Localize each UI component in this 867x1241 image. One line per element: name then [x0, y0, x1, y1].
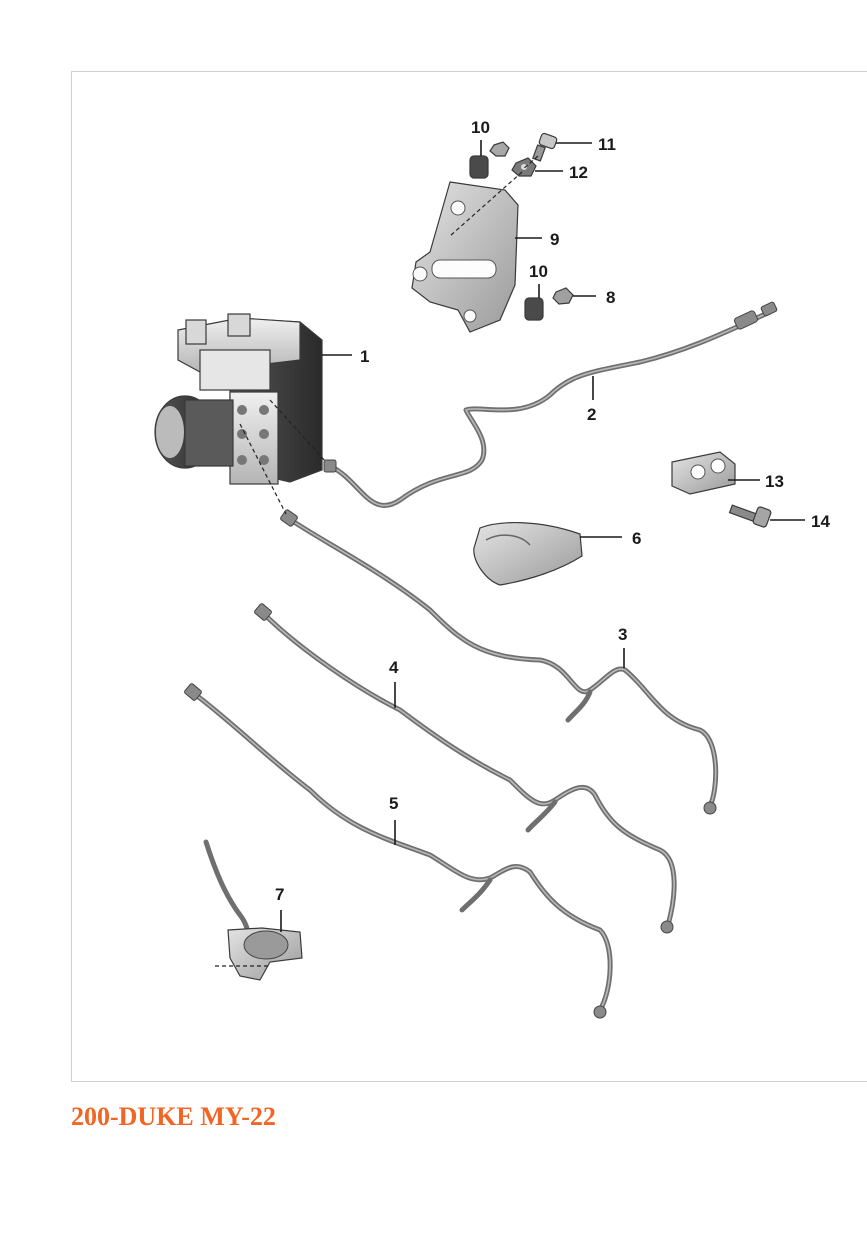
- callout-5: 5: [389, 794, 398, 813]
- bracket-plate: [411, 181, 519, 333]
- callout-14: 14: [811, 512, 830, 531]
- callout-6: 6: [632, 529, 641, 548]
- nut-top-small: [489, 141, 510, 157]
- callout-leaders: [280, 140, 805, 932]
- callout-11: 11: [598, 135, 616, 154]
- abs-modulator-unit: [154, 313, 323, 485]
- nut-8: [552, 287, 574, 305]
- brake-line-3: [280, 509, 719, 815]
- callout-13: 13: [765, 472, 784, 491]
- bolt-14: [728, 504, 772, 528]
- assembly-line-3: [239, 423, 287, 515]
- callout-12: 12: [569, 163, 588, 182]
- assembly-line-12: [449, 171, 523, 237]
- brake-line-5: [184, 683, 613, 1019]
- rubber-bushing-bottom: [524, 297, 544, 321]
- brake-line-4: [254, 603, 677, 934]
- callout-1: 1: [360, 347, 369, 366]
- callout-2: 2: [587, 405, 596, 424]
- rubber-bushing-top: [469, 155, 489, 179]
- brake-line-2: [323, 301, 778, 508]
- model-caption: 200-DUKE MY-22: [71, 1102, 276, 1131]
- screw-11: [532, 132, 558, 162]
- callout-9: 9: [550, 230, 559, 249]
- callout-8: 8: [606, 288, 615, 307]
- line-holder-13: [671, 451, 736, 495]
- callout-7: 7: [275, 885, 284, 904]
- callout-4: 4: [389, 658, 399, 677]
- callout-10-top: 10: [471, 118, 490, 137]
- wheel-speed-sensor-7: [203, 839, 303, 981]
- callout-3: 3: [618, 625, 627, 644]
- callout-10-bottom: 10: [529, 262, 548, 281]
- assembly-line-11: [521, 155, 539, 171]
- hose-clip-6: [473, 522, 583, 586]
